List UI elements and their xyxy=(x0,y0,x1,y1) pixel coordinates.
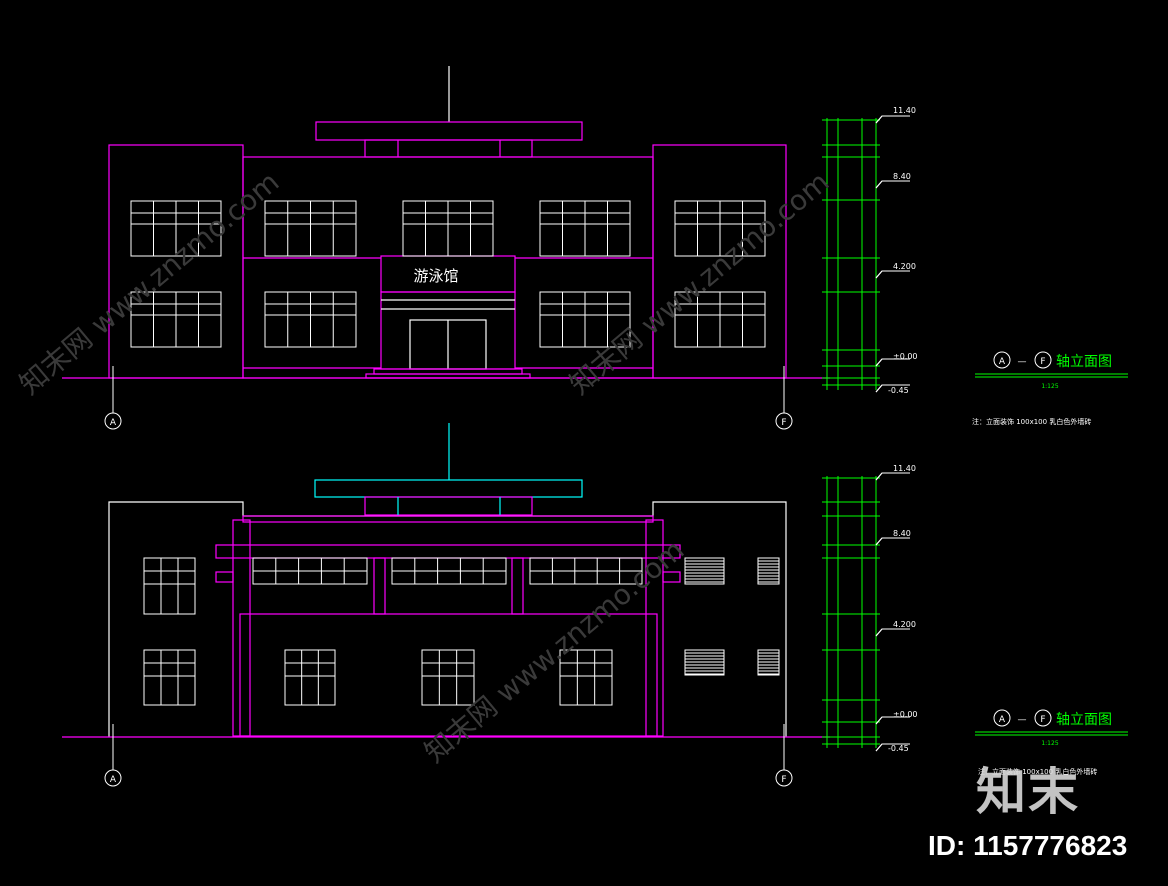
window xyxy=(130,291,222,348)
rear-axis-label-left: A xyxy=(110,775,117,785)
watermark-logo: 知末 xyxy=(976,763,1080,821)
level-mark xyxy=(875,180,883,189)
front-level-3: 4.200 xyxy=(893,262,916,271)
rear-level-5: -0.45 xyxy=(888,744,909,753)
level-mark xyxy=(875,537,883,546)
level-mark xyxy=(875,743,883,752)
louver xyxy=(757,557,780,585)
front-title-scale: 1:125 xyxy=(1041,383,1058,390)
window xyxy=(264,291,357,348)
window xyxy=(143,649,196,706)
front-note: 注：立面装饰 100x100 乳白色外墙砖 xyxy=(972,417,1091,426)
level-mark xyxy=(875,115,883,124)
level-mark xyxy=(875,628,883,637)
rear-level-4: ±0.00 xyxy=(893,710,918,719)
rear-windows xyxy=(143,557,780,706)
level-mark xyxy=(875,716,883,725)
front-level-5: -0.45 xyxy=(888,386,909,395)
window xyxy=(421,649,475,706)
window xyxy=(559,649,613,706)
rear-level-1: 11.40 xyxy=(893,464,916,473)
rear-title-block xyxy=(975,709,1128,736)
front-level-1: 11.40 xyxy=(893,106,916,115)
window xyxy=(284,649,336,706)
front-windows xyxy=(130,200,766,348)
rear-elevation xyxy=(62,423,830,738)
front-title-right: F xyxy=(1040,357,1045,367)
front-level-2: 8.40 xyxy=(893,172,911,181)
front-sign-text: 游泳馆 xyxy=(413,267,458,285)
window xyxy=(264,200,357,257)
window xyxy=(252,557,368,585)
watermark-id: ID: 1157776823 xyxy=(928,830,1128,861)
window xyxy=(402,200,494,257)
front-level-4: ±0.00 xyxy=(893,352,918,361)
louver xyxy=(684,649,725,676)
front-title-dash: — xyxy=(1018,357,1027,367)
rear-title-right: F xyxy=(1040,715,1045,725)
front-title-block xyxy=(975,351,1128,378)
front-level-marks xyxy=(875,115,910,393)
louver xyxy=(757,649,780,676)
window xyxy=(529,557,643,585)
window xyxy=(674,200,766,257)
window xyxy=(539,291,631,348)
level-mark xyxy=(875,384,883,393)
level-mark xyxy=(875,270,883,279)
rear-level-marks xyxy=(875,472,910,752)
window xyxy=(130,200,222,257)
rear-title-scale: 1:125 xyxy=(1041,740,1058,747)
front-dimension-chain xyxy=(822,118,880,390)
rear-title-left: A xyxy=(999,715,1006,725)
window xyxy=(391,557,507,585)
front-axis-label-left: A xyxy=(110,418,117,428)
front-axis-label-right: F xyxy=(781,418,786,428)
front-elevation xyxy=(62,66,830,379)
rear-dimension-chain xyxy=(822,476,880,748)
front-title-left: A xyxy=(999,357,1006,367)
window xyxy=(143,557,196,615)
level-mark xyxy=(875,472,883,481)
window xyxy=(674,291,766,348)
louver xyxy=(684,557,725,585)
front-axis-markers xyxy=(104,366,793,430)
rear-axis-label-right: F xyxy=(781,775,786,785)
window xyxy=(539,200,631,257)
rear-title-dash: — xyxy=(1018,715,1027,725)
rear-axis-markers xyxy=(104,724,793,787)
level-mark xyxy=(875,358,883,367)
rear-level-2: 8.40 xyxy=(893,529,911,538)
rear-title-text: 轴立面图 xyxy=(1056,712,1112,728)
rear-level-3: 4.200 xyxy=(893,620,916,629)
rear-note: 注：立面装饰 100x100 乳白色外墙砖 xyxy=(978,767,1097,776)
front-title-text: 轴立面图 xyxy=(1056,354,1112,370)
